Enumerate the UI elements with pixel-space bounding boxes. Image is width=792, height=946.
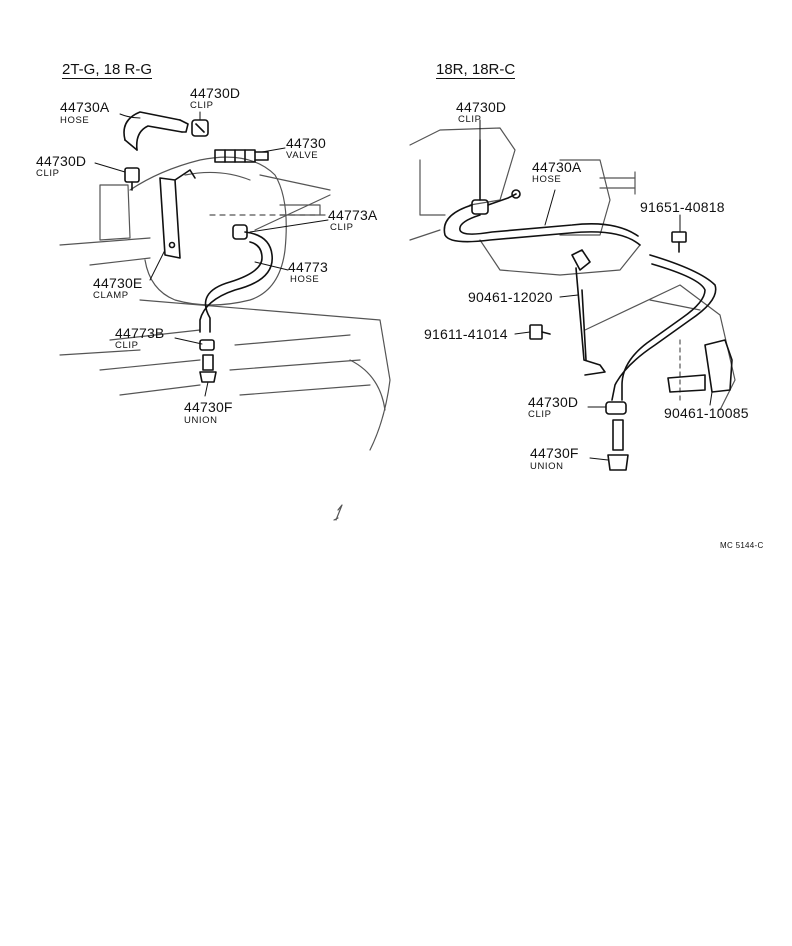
- part-number: 44730: [286, 135, 326, 151]
- part-number: 44730E: [93, 275, 143, 291]
- part-number: 44730D: [528, 394, 579, 410]
- left-clamp-44730e: [159, 169, 196, 259]
- right-hose-44730a: [443, 204, 717, 401]
- right-bracket-90461-10085: [667, 339, 733, 393]
- part-description: CLIP: [36, 168, 60, 179]
- left-hose-44773: [199, 231, 273, 333]
- left-leader-lines: [94, 111, 329, 397]
- right-union-44730f: [607, 419, 629, 471]
- right-leader-lines: [479, 119, 713, 461]
- part-number: 44730D: [456, 99, 507, 115]
- part-description: CLIP: [528, 409, 552, 420]
- left-clip-44773b: [199, 339, 215, 351]
- part-number: 91651-40818: [640, 199, 725, 215]
- left-hose-44730a: [123, 111, 189, 151]
- part-description: CLIP: [330, 222, 354, 233]
- part-number: 91611-41014: [424, 326, 508, 342]
- right-bolt-91651-40818: [671, 231, 687, 253]
- part-description: UNION: [530, 461, 564, 472]
- part-number: 44773B: [115, 325, 165, 341]
- part-number: 44730D: [190, 85, 241, 101]
- part-number: 90461-12020: [468, 289, 553, 305]
- part-description: UNION: [184, 415, 218, 426]
- left-union-44730f: [199, 354, 217, 383]
- part-number: 44773: [288, 259, 328, 275]
- part-number: 44773A: [328, 207, 378, 223]
- right-variant-title: 18R, 18R-C: [436, 61, 516, 79]
- right-clip-44730d: [605, 401, 627, 415]
- right-clip-44730d-top: [471, 139, 521, 215]
- part-description: HOSE: [532, 174, 562, 185]
- part-description: HOSE: [290, 274, 320, 285]
- part-number: 44730F: [184, 399, 233, 415]
- left-clip-44730d: [124, 167, 140, 191]
- left-clip-44730d-top: [191, 119, 209, 137]
- left-valve-44730: [214, 149, 269, 163]
- part-number: 44730D: [36, 153, 87, 169]
- right-bolt-91611-41014: [529, 324, 551, 340]
- part-description: CLIP: [115, 340, 139, 351]
- part-description: HOSE: [60, 115, 90, 126]
- part-description: VALVE: [286, 150, 319, 161]
- part-description: CLIP: [190, 100, 214, 111]
- part-number: 44730F: [530, 445, 579, 461]
- left-engine-sketch: [59, 156, 391, 521]
- part-description: CLAMP: [93, 290, 129, 301]
- figure-code: MC 5144-C: [720, 541, 764, 550]
- part-number: 44730A: [532, 159, 582, 175]
- part-number: 44730A: [60, 99, 110, 115]
- right-bracket-90461-12020: [571, 249, 606, 376]
- part-number: 90461-10085: [664, 405, 749, 421]
- part-description: CLIP: [458, 114, 482, 125]
- left-variant-title: 2T-G, 18 R-G: [62, 61, 153, 79]
